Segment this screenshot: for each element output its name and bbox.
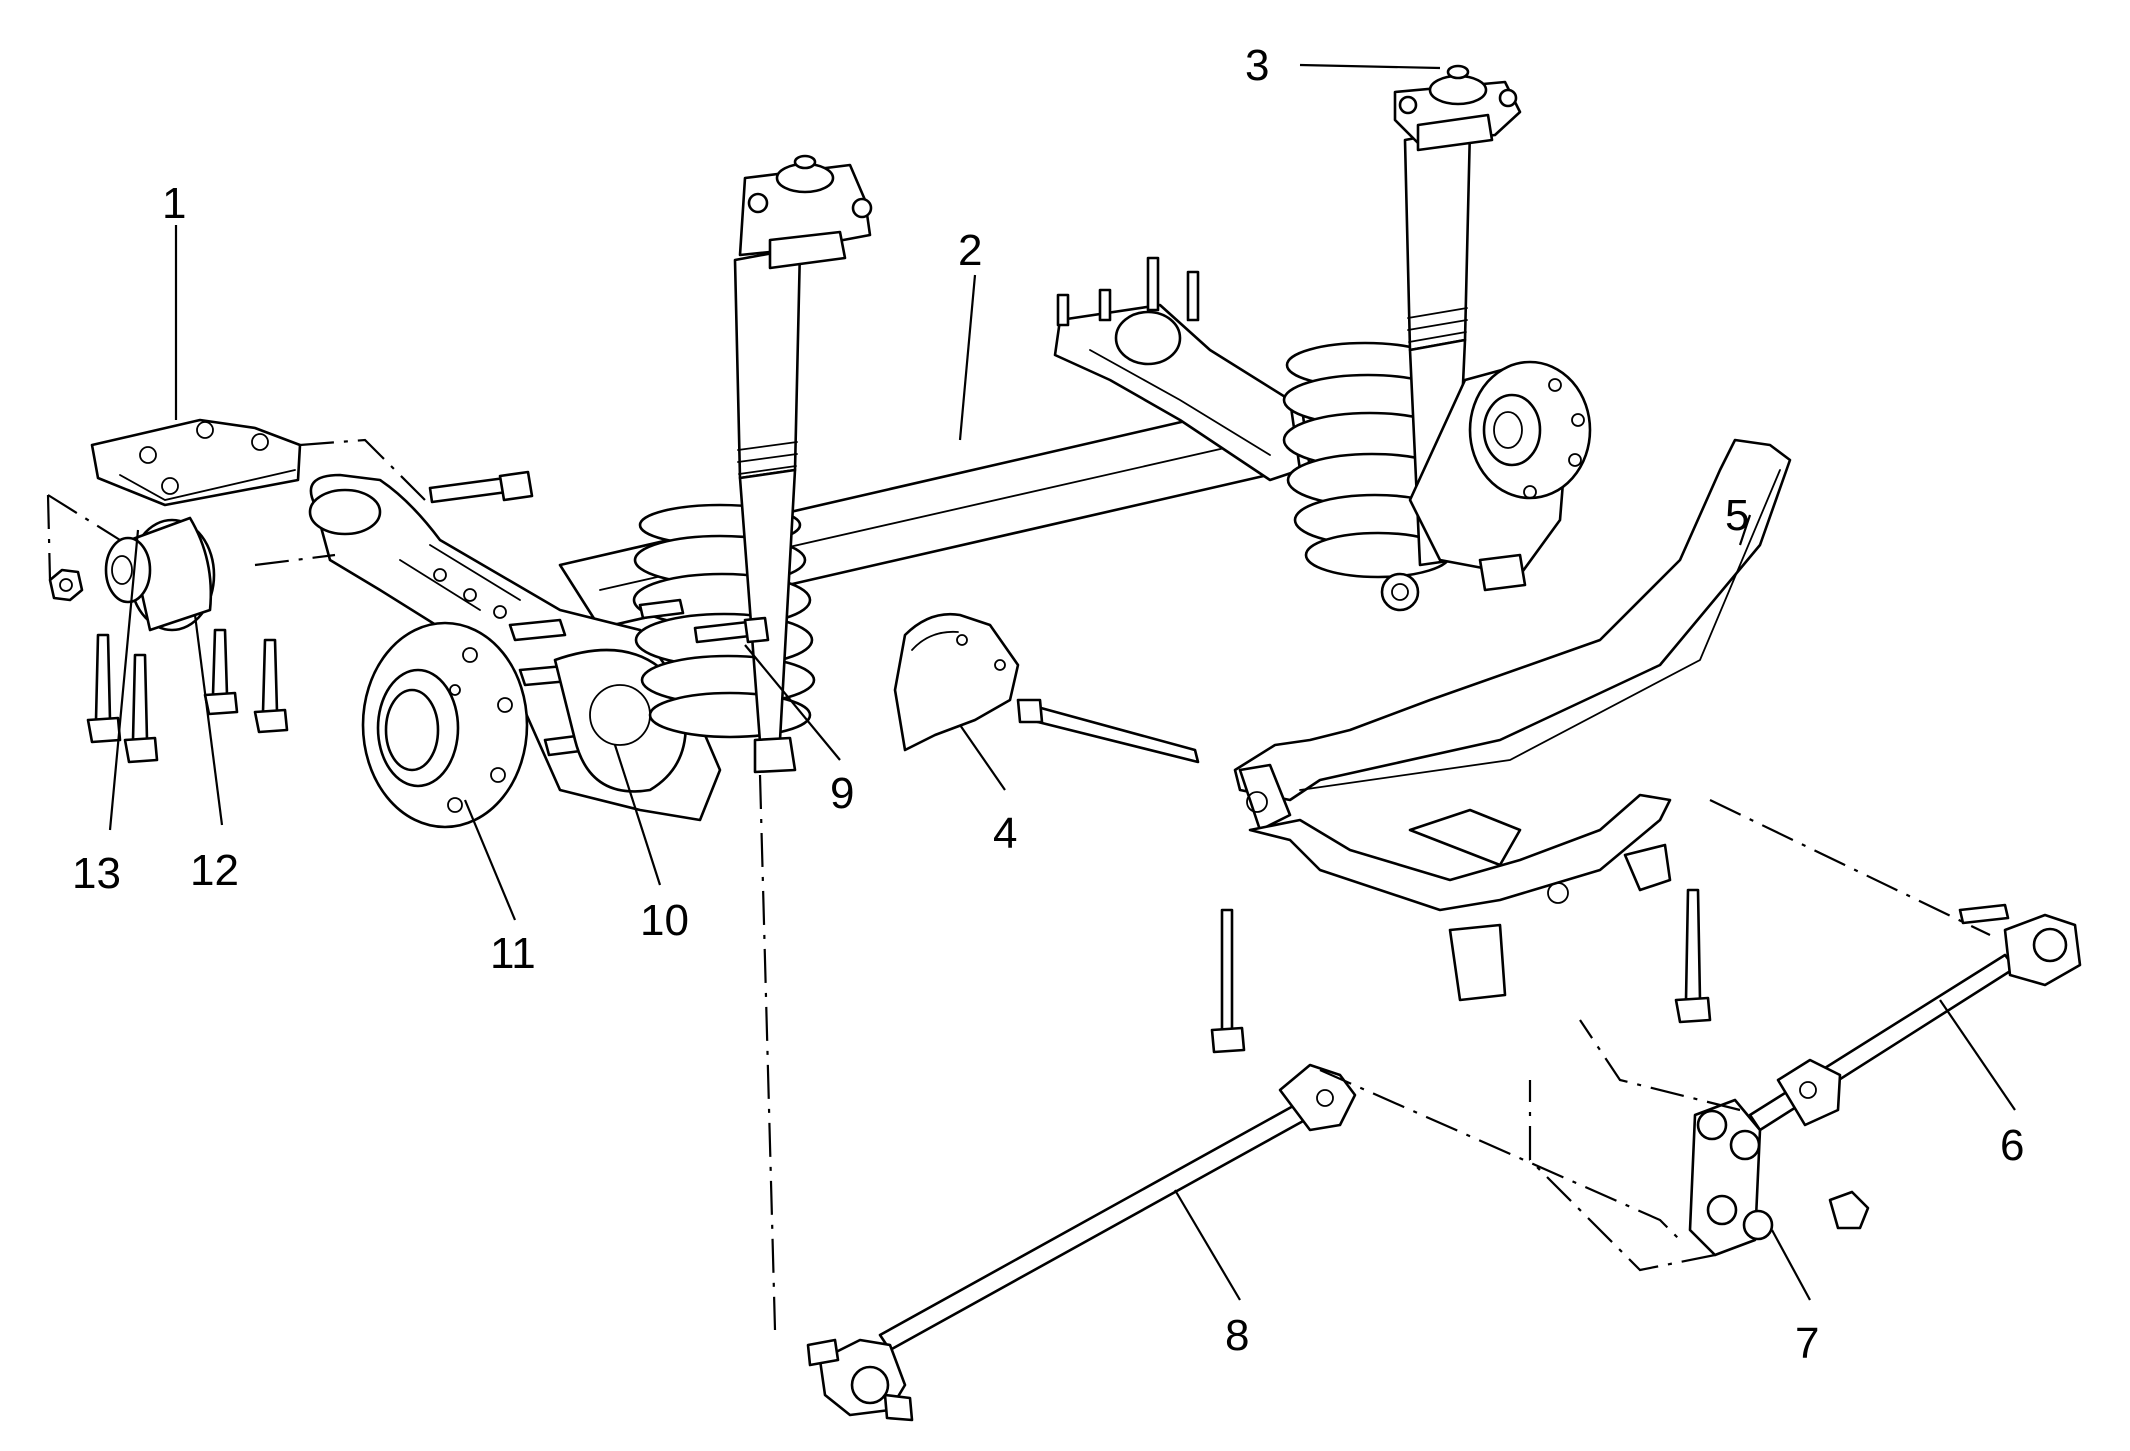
link-bracket-7 xyxy=(1688,1098,1870,1257)
nut-13 xyxy=(48,568,84,602)
right-knuckle-hub xyxy=(1408,360,1592,592)
left-shock-absorber xyxy=(733,154,873,774)
subframe-long-bolt xyxy=(1016,698,1200,764)
callout-8: 8 xyxy=(1225,1311,1249,1360)
lateral-link-6 xyxy=(1748,903,2082,1132)
callout-5: 5 xyxy=(1725,491,1749,540)
left-hub-flange-11 xyxy=(361,621,529,829)
heat-shield-4 xyxy=(893,612,1020,752)
right-trailing-arm xyxy=(1053,256,1302,482)
callout-2: 2 xyxy=(958,226,982,275)
callout-9: 9 xyxy=(830,769,854,818)
callout-labels: 1 2 3 4 5 6 7 8 9 10 11 12 13 xyxy=(72,41,2024,1368)
mount-bracket-1 xyxy=(90,418,302,507)
callout-11: 11 xyxy=(490,929,536,978)
callout-6: 6 xyxy=(2000,1121,2024,1170)
bracket-bolts xyxy=(86,470,534,764)
callout-13: 13 xyxy=(72,849,121,898)
bushing-12 xyxy=(104,516,216,632)
trailing-link-8 xyxy=(806,1063,1357,1422)
callout-7: 7 xyxy=(1795,1319,1819,1368)
callout-3: 3 xyxy=(1245,41,1269,90)
callout-12: 12 xyxy=(190,846,239,895)
callout-10: 10 xyxy=(640,896,689,945)
subframe-vertical-bolts xyxy=(1210,888,1712,1054)
callout-4: 4 xyxy=(993,809,1017,858)
subframe-5 xyxy=(1233,438,1792,1002)
dashed-guides xyxy=(46,438,1991,1331)
bolt-9 xyxy=(638,598,770,644)
leader-lines xyxy=(108,63,2016,1301)
callout-1: 1 xyxy=(162,179,186,228)
